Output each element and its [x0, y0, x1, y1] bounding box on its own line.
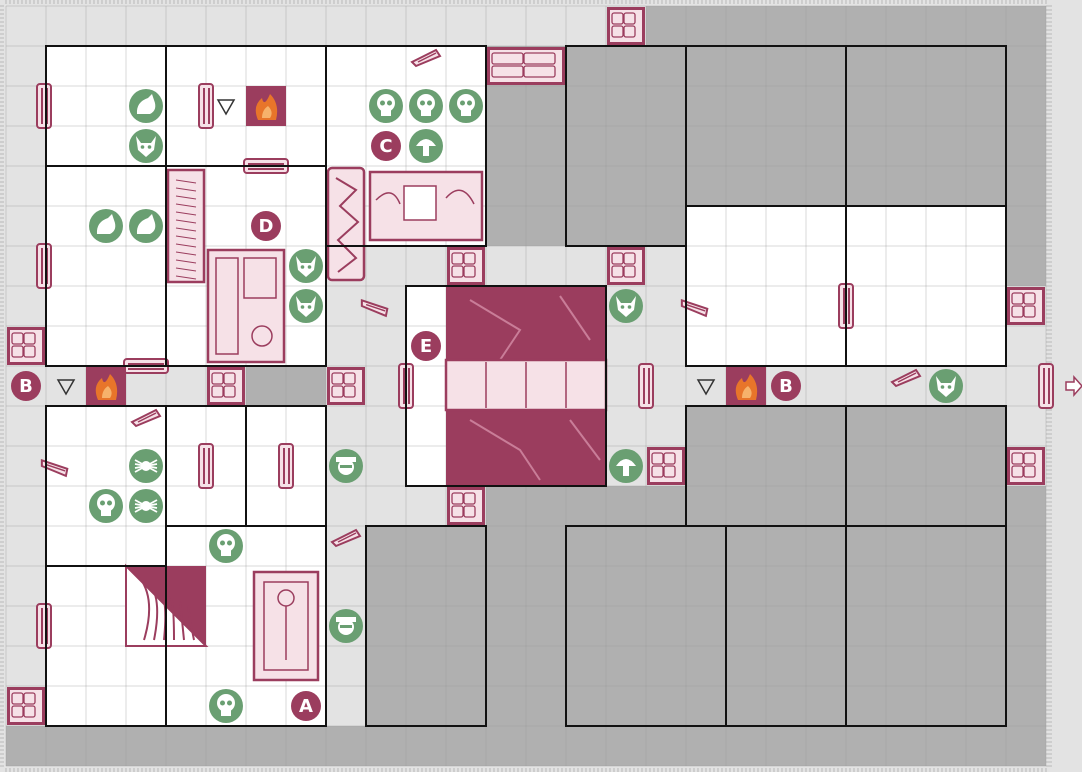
door-icon[interactable] [36, 243, 52, 289]
room-label-c[interactable]: C [371, 131, 401, 161]
rubble-icon [447, 487, 485, 525]
room-floor [46, 166, 166, 366]
door-icon[interactable] [36, 83, 52, 129]
wall-block [646, 486, 686, 526]
skull-icon[interactable] [409, 89, 443, 123]
beast-icon[interactable] [929, 369, 963, 403]
wall-block [686, 406, 726, 526]
exit-arrow-icon[interactable] [1065, 375, 1082, 397]
room-label-a[interactable]: A [291, 691, 321, 721]
rubble-icon [7, 687, 45, 725]
sarcophagus-icon [252, 570, 320, 682]
room-border [365, 525, 487, 727]
rubble-icon [326, 166, 366, 282]
overlay-layer [7, 7, 1054, 725]
rat-icon[interactable] [129, 209, 163, 243]
cabinet-icon [206, 248, 286, 364]
rat-icon[interactable] [129, 89, 163, 123]
start-triangle-icon [216, 99, 236, 116]
room-border [845, 525, 1007, 727]
fungus-icon[interactable] [609, 449, 643, 483]
ruler-edge [0, 0, 1052, 772]
door-icon[interactable] [278, 443, 294, 489]
rubble-icon [207, 367, 245, 405]
skull-icon[interactable] [449, 89, 483, 123]
door-icon[interactable] [1038, 363, 1054, 409]
door-icon[interactable] [198, 83, 214, 129]
wall-block [566, 46, 686, 246]
rubble-icon [607, 7, 645, 45]
room-border-layer [45, 45, 1007, 727]
fire-trap-icon [86, 366, 126, 406]
start-triangle-icon [56, 379, 76, 396]
start-triangle-icon [696, 379, 716, 396]
rubble-icon [7, 327, 45, 365]
room-border [165, 165, 327, 367]
bookcase-icon [166, 168, 206, 284]
rubble-icon [1007, 287, 1045, 325]
rubble-icon [487, 47, 565, 85]
altar-icon [368, 170, 484, 242]
room-label-d[interactable]: D [251, 211, 281, 241]
svg-text:E: E [420, 336, 432, 357]
wall-torch-icon [130, 408, 162, 428]
skull-icon[interactable] [209, 529, 243, 563]
skull-icon[interactable] [369, 89, 403, 123]
fungus-icon[interactable] [409, 129, 443, 163]
svg-text:B: B [19, 376, 33, 397]
wolf-icon[interactable] [129, 129, 163, 163]
door-icon[interactable] [638, 363, 654, 409]
rubble-icon [447, 247, 485, 285]
wall-block [366, 526, 486, 726]
door-icon[interactable] [198, 443, 214, 489]
demon-icon[interactable] [289, 289, 323, 323]
bridge-icon[interactable] [444, 358, 608, 412]
room-label-b-right[interactable]: B [771, 371, 801, 401]
token-layer [56, 89, 1082, 723]
rubble-icon [607, 247, 645, 285]
room-border [325, 45, 487, 247]
room-label-b-left[interactable]: B [11, 371, 41, 401]
rubble-icon [647, 447, 685, 485]
wall-block [726, 526, 846, 726]
room-border [845, 45, 1007, 207]
fire-trap-icon [726, 366, 766, 406]
skull-icon[interactable] [209, 689, 243, 723]
rat-icon[interactable] [89, 209, 123, 243]
svg-text:D: D [259, 216, 274, 237]
bandit-icon[interactable] [329, 609, 363, 643]
wall-torch-icon [680, 298, 709, 318]
fire-trap-icon [246, 86, 286, 126]
skull-icon[interactable] [89, 489, 123, 523]
rubble-icon [1007, 447, 1045, 485]
spider-icon[interactable] [129, 489, 163, 523]
svg-text:A: A [299, 696, 313, 717]
imp-icon[interactable] [609, 289, 643, 323]
room-label-e[interactable]: E [411, 331, 441, 361]
wall-torch-icon [330, 528, 362, 548]
wall-torch-icon [410, 48, 442, 68]
wall-torch-icon [360, 298, 389, 318]
door-icon[interactable] [36, 603, 52, 649]
spider-icon[interactable] [129, 449, 163, 483]
svg-text:C: C [379, 136, 392, 157]
wall-torch-icon [40, 458, 69, 478]
rubble-icon [327, 367, 365, 405]
demon-icon[interactable] [289, 249, 323, 283]
label-layer: A B B C D E [11, 131, 801, 721]
bandit-icon[interactable] [329, 449, 363, 483]
room-border [405, 285, 607, 487]
svg-text:B: B [779, 376, 793, 397]
room-border [165, 525, 327, 727]
wall-torch-icon [890, 368, 922, 388]
